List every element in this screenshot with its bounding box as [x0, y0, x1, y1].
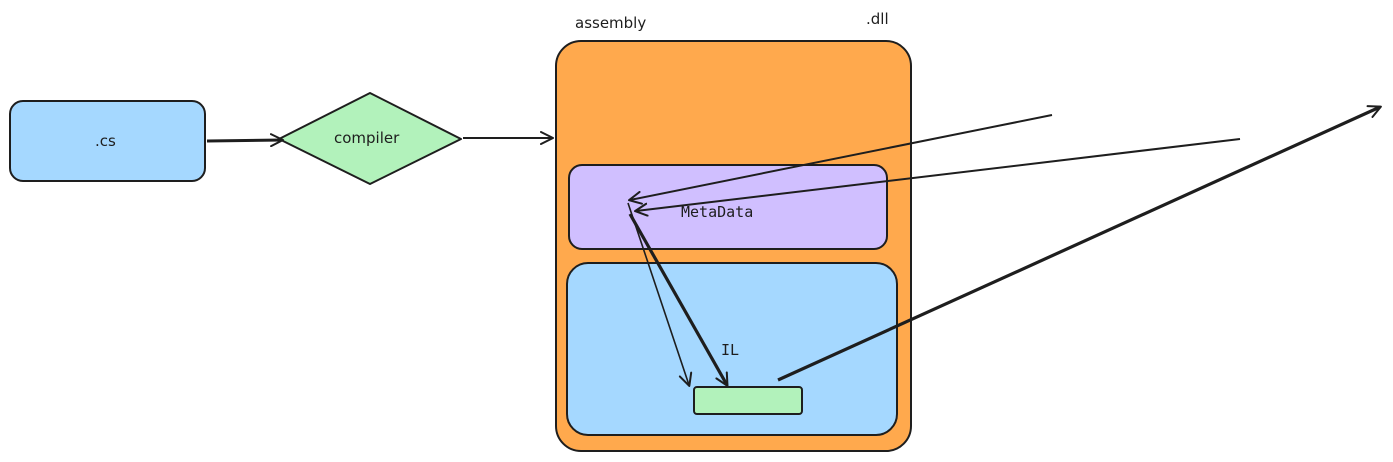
- assembly-label: assembly: [575, 14, 647, 32]
- metadata-box[interactable]: [568, 164, 888, 250]
- il-outgoing-arrow: [777, 105, 1382, 382]
- dll-label: .dll: [866, 10, 889, 28]
- il-item-block[interactable]: [693, 386, 803, 415]
- cs-source-box[interactable]: [9, 100, 206, 182]
- external-arrow-1: [628, 114, 1053, 205]
- external-arrow-2: [634, 138, 1241, 217]
- cs-label: .cs: [95, 132, 116, 150]
- il-label: IL: [721, 341, 740, 359]
- metadata-label: MetaData: [681, 203, 754, 221]
- compiler-label: compiler: [334, 129, 400, 147]
- metadata-to-il-thick-arrow: [628, 213, 729, 387]
- metadata-to-il-arrow: [627, 202, 693, 387]
- cs-to-compiler-arrow: [206, 133, 284, 148]
- compiler-diamond[interactable]: [278, 92, 462, 185]
